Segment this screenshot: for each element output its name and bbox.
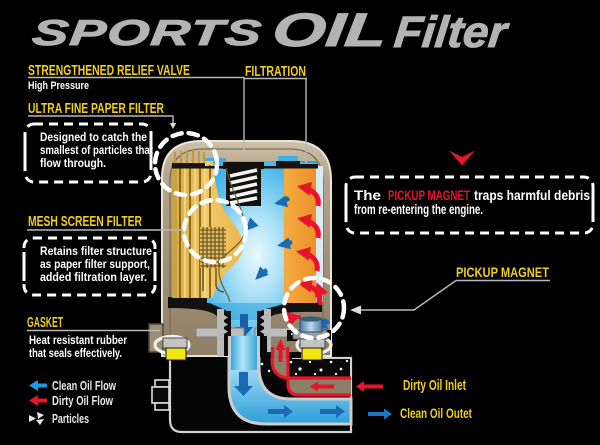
svg-text:Retains filter structure: Retains filter structure	[40, 244, 152, 258]
svg-text:from re-entering the engine.: from re-entering the engine.	[354, 202, 483, 217]
svg-text:FILTRATION: FILTRATION	[245, 63, 306, 80]
svg-text:OIL: OIL	[270, 3, 390, 56]
svg-text:flow through.: flow through.	[40, 156, 106, 170]
svg-text:Heat resistant rubber: Heat resistant rubber	[29, 333, 127, 347]
svg-text:traps harmful debris: traps harmful debris	[474, 188, 590, 203]
svg-text:Clean Oil Flow: Clean Oil Flow	[52, 378, 117, 393]
svg-text:STRENGTHENED RELIEF VALVE: STRENGTHENED RELIEF VALVE	[28, 62, 190, 79]
svg-text:Designed to catch the: Designed to catch the	[40, 130, 147, 144]
svg-text:PICKUP MAGNET: PICKUP MAGNET	[456, 264, 549, 280]
svg-text:Clean Oil Outet: Clean Oil Outet	[400, 405, 472, 421]
svg-text:Particles: Particles	[52, 411, 89, 426]
svg-text:Dirty Oil Inlet: Dirty Oil Inlet	[403, 378, 466, 394]
svg-text:PICKUP MAGNET: PICKUP MAGNET	[388, 188, 471, 203]
svg-text:GASKET: GASKET	[27, 314, 63, 331]
svg-text:High Pressure: High Pressure	[28, 80, 89, 92]
svg-text:The: The	[354, 188, 382, 203]
svg-text:smallest of particles that: smallest of particles that	[40, 143, 153, 157]
svg-text:Filter: Filter	[392, 8, 512, 57]
svg-text:as paper filter support,: as paper filter support,	[40, 257, 150, 271]
svg-text:MESH SCREEN FILTER: MESH SCREEN FILTER	[28, 213, 142, 230]
svg-text:Dirty Oil Flow: Dirty Oil Flow	[52, 393, 114, 408]
svg-text:ULTRA FINE PAPER FILTER: ULTRA FINE PAPER FILTER	[28, 100, 164, 117]
svg-text:that seals effectively.: that seals effectively.	[29, 346, 122, 360]
svg-text:added filtration layer.: added filtration layer.	[40, 270, 147, 284]
svg-text:SPORTS: SPORTS	[30, 12, 264, 53]
